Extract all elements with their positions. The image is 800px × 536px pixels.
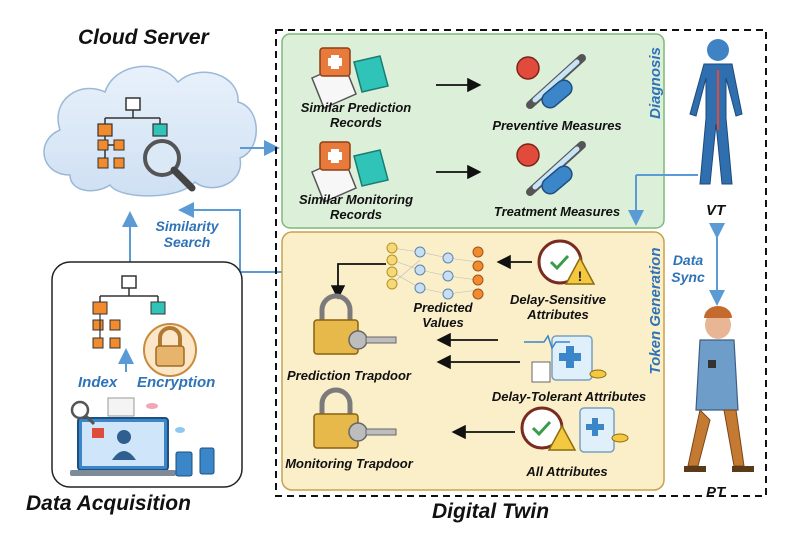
prediction-trapdoor-lock-icon: [313, 293, 397, 355]
svg-text:!: !: [578, 268, 583, 284]
network-to-trapdoor-arrow: [330, 263, 386, 300]
digital-twin-boundary: [275, 29, 767, 497]
index-label: Index: [78, 374, 118, 391]
cloud-tree-icon: [97, 97, 168, 169]
vt-label: VT: [706, 202, 726, 219]
token-to-cloud-arrow: [178, 202, 282, 273]
delay-sensitive-clock-icon: !: [537, 239, 596, 285]
encryption-label: Encryption: [137, 374, 216, 391]
delay-tolerant-label: Delay-Tolerant Attributes: [491, 389, 647, 404]
prediction-records-icon: [311, 47, 389, 109]
virtual-twin-body-icon: [689, 39, 743, 185]
delay-tolerant-monitor-icon: [524, 334, 607, 383]
acquisition-tree-icon: [92, 275, 166, 349]
neural-network-icon: [386, 242, 484, 300]
all-attributes-clock-icon: [520, 406, 629, 453]
digital-twin-title: Digital Twin: [432, 500, 550, 523]
monitoring-trapdoor-lock-icon: [313, 387, 397, 449]
cloud-shape: [43, 65, 257, 197]
monitoring-trapdoor-label: Monitoring Trapdoor: [285, 456, 413, 471]
token-panel: [281, 231, 665, 491]
diagnosis-side-label: Diagnosis: [647, 47, 664, 119]
laptop-doctor-icon: [70, 397, 215, 477]
treatment-measures-label: Treatment Measures: [493, 204, 621, 219]
encryption-lock-icon: [143, 323, 197, 377]
preventive-measures-label: Preventive Measures: [492, 118, 622, 133]
prediction-trapdoor-label: Prediction Trapdoor: [287, 368, 411, 383]
all-attributes-label: All Attributes: [526, 464, 608, 479]
monitoring-records-icon: [311, 141, 389, 203]
data-acquisition-title: Data Acquisition: [26, 492, 191, 515]
preventive-medicine-icon: [516, 54, 586, 109]
pt-label: PT: [706, 484, 726, 501]
token-generation-side-label: Token Generation: [647, 247, 664, 375]
magnifier-icon: [143, 139, 196, 192]
treatment-medicine-icon: [516, 141, 586, 196]
cloud-server-title: Cloud Server: [78, 26, 209, 49]
physical-twin-person-icon: [684, 306, 754, 472]
